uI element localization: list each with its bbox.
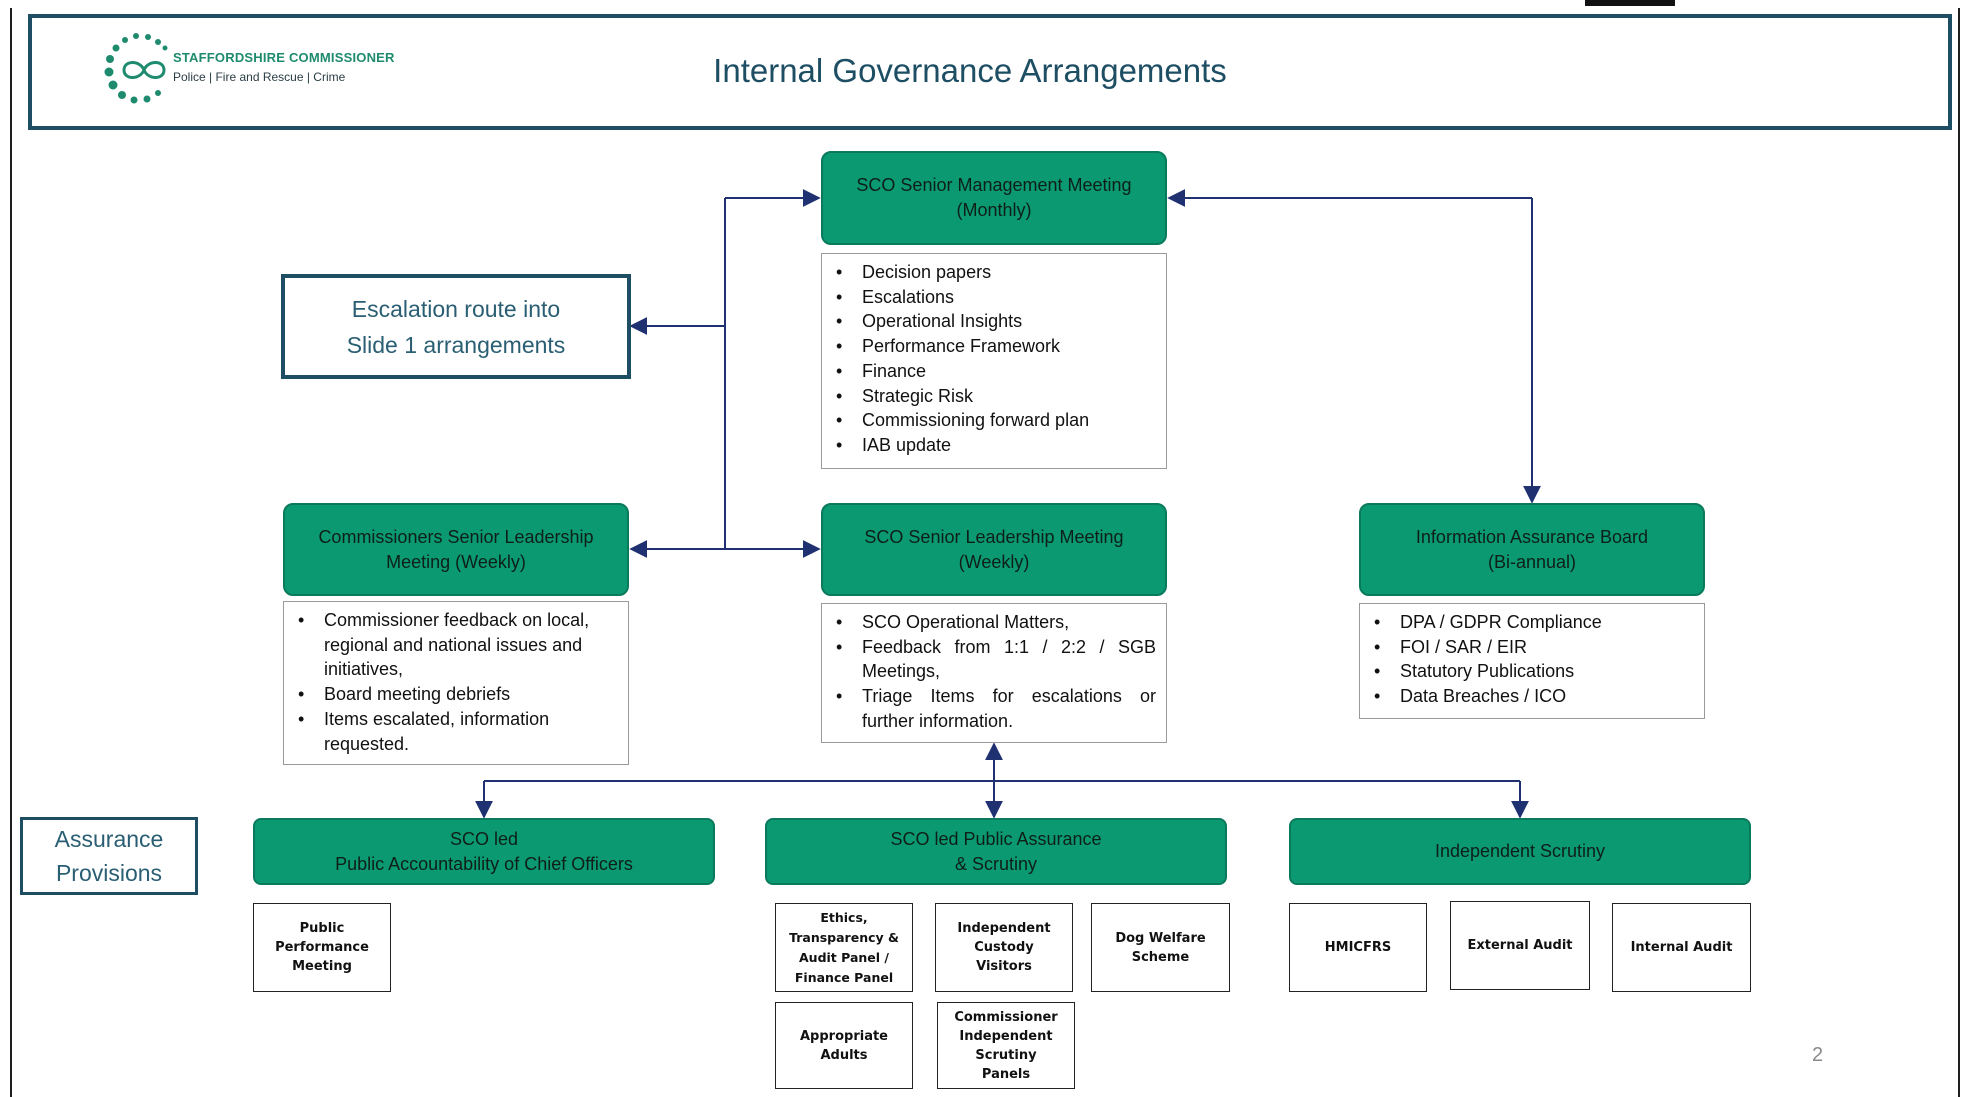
cslm-agenda-list: Commissioner feedback on local, regional… [283,601,629,765]
ethics-panel-box: Ethics, Transparency & Audit Panel / Fin… [775,903,913,992]
internal-audit-box: Internal Audit [1612,903,1751,992]
list-item: IAB update [836,433,1156,458]
external-audit-box: External Audit [1450,901,1590,990]
escalation-line-2: Slide 1 arrangements [346,331,566,358]
list-item: Triage Items for escalations or further … [836,684,1156,733]
list-item: Board meeting debriefs [298,682,618,707]
list-item: DPA / GDPR Compliance [1374,610,1694,635]
page-number: 2 [1812,1044,1824,1066]
scoslm-frequency: (Weekly) [958,551,1030,572]
list-item: SCO Operational Matters, [836,610,1156,635]
scrutiny-panels-box: Commissioner Independent Scrutiny Panels [937,1002,1075,1089]
logo-org-subtitle: Police | Fire and Rescue | Crime [173,70,346,84]
page-frame [10,8,1960,1097]
pa-line-1: SCO led [449,828,519,849]
list-item: Strategic Risk [836,384,1156,409]
iab-frequency: (Bi-annual) [1487,551,1577,572]
public-performance-meeting-box: Public Performance Meeting [253,903,391,992]
is-line-1: Independent Scrutiny [1434,841,1606,861]
iab-title: Information Assurance Board [1415,526,1649,547]
logo-dot-ring [104,33,168,104]
public-assurance-group: SCO led Public Assurance & Scrutiny [765,818,1227,885]
list-item: Finance [836,359,1156,384]
information-assurance-board: Information Assurance Board (Bi-annual) [1359,503,1705,596]
smm-agenda-list: Decision papers Escalations Operational … [821,253,1167,469]
scoslm-title: SCO Senior Leadership Meeting [864,526,1124,547]
list-item: FOI / SAR / EIR [1374,635,1694,660]
header-banner [28,14,1952,130]
commissioners-senior-leadership-meeting: Commissioners Senior Leadership Meeting … [283,503,629,596]
pas-line-1: SCO led Public Assurance [890,828,1102,849]
list-item: Statutory Publications [1374,659,1694,684]
escalation-route-box: Escalation route into Slide 1 arrangemen… [281,274,631,379]
assurance-line-2: Provisions [55,860,163,886]
logo-knot [122,61,166,79]
cslm-title: Commissioners Senior Leadership [318,526,594,547]
list-item: Performance Framework [836,334,1156,359]
page-title: Internal Governance Arrangements [713,52,1227,89]
escalation-line-1: Escalation route into [351,295,561,322]
pa-line-2: Public Accountability of Chief Officers [335,853,633,874]
list-item: Items escalated, information requested. [298,707,618,756]
list-item: Data Breaches / ICO [1374,684,1694,709]
list-item: Commissioner feedback on local, regional… [298,608,618,682]
list-item: Commissioning forward plan [836,408,1156,433]
sco-senior-leadership-meeting: SCO Senior Leadership Meeting (Weekly) [821,503,1167,596]
scoslm-agenda-list: SCO Operational Matters, Feedback from 1… [821,603,1167,743]
assurance-line-1: Assurance [54,826,164,852]
cslm-frequency: Meeting (Weekly) [386,551,526,572]
appropriate-adults-box: Appropriate Adults [775,1002,913,1089]
independent-scrutiny-group: Independent Scrutiny [1289,818,1751,885]
logo-org-name: STAFFORDSHIRE COMMISSIONER [173,50,395,65]
list-item: Operational Insights [836,309,1156,334]
hmicfrs-box: HMICFRS [1289,903,1427,992]
pas-line-2: & Scrutiny [954,853,1038,874]
dog-welfare-box: Dog Welfare Scheme [1091,903,1230,992]
commissioner-logo [104,33,168,104]
senior-management-meeting: SCO Senior Management Meeting (Monthly) [821,151,1167,245]
smm-frequency: (Monthly) [956,200,1032,220]
list-item: Feedback from 1:1 / 2:2 / SGB Meetings, [836,635,1156,684]
list-item: Escalations [836,285,1156,310]
top-edge-mark [1585,0,1675,6]
iab-agenda-list: DPA / GDPR Compliance FOI / SAR / EIR St… [1359,603,1705,719]
public-accountability-group: SCO led Public Accountability of Chief O… [253,818,715,885]
assurance-provisions-label: Assurance Provisions [20,817,198,895]
list-item: Decision papers [836,260,1156,285]
smm-title: SCO Senior Management Meeting [856,175,1132,195]
custody-visitors-box: Independent Custody Visitors [935,903,1073,992]
